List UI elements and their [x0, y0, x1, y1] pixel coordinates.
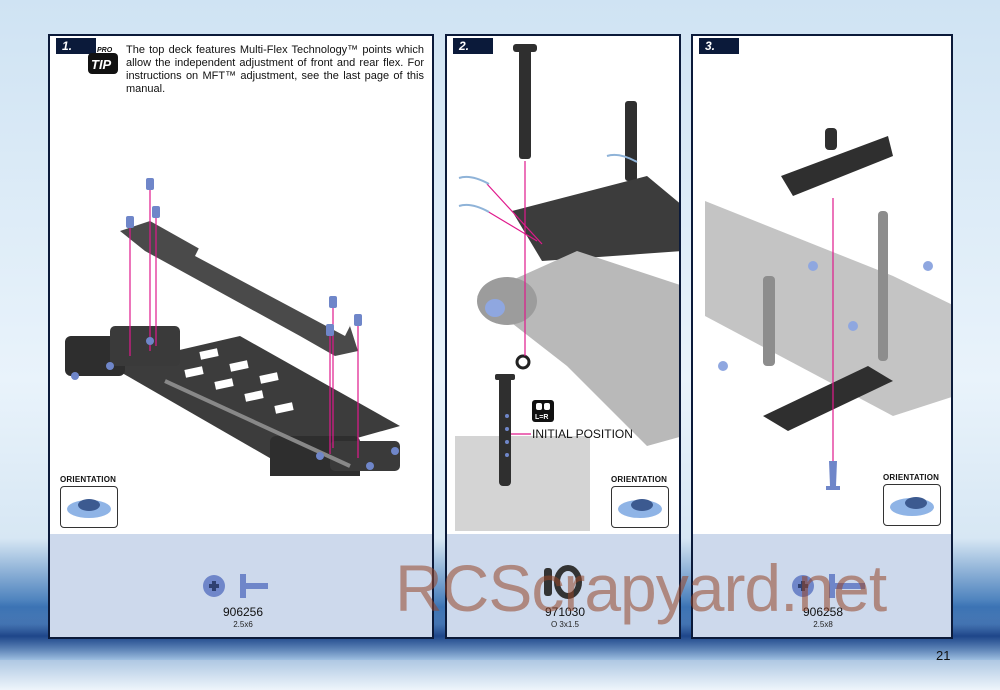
step-1-number: 1.: [56, 38, 96, 54]
tip-label: TIP: [91, 57, 112, 72]
o-ring-icon: [544, 565, 582, 599]
step-1-parts-area: 906256 2.5x6: [50, 534, 432, 637]
orientation-car-icon: [883, 484, 941, 526]
part-size-1: 2.5x6: [233, 620, 253, 629]
screw-head-icon: [203, 574, 268, 598]
site-watermark: RCScrapyard.net: [395, 551, 887, 625]
svg-text:L=R: L=R: [535, 414, 548, 421]
orientation-label: ORIENTATION: [883, 473, 940, 482]
tip-text: The top deck features Multi-Flex Technol…: [126, 44, 424, 95]
part-size-3: 2.5x8: [813, 620, 833, 629]
step-3-parts-area: 906258 2.5x8: [693, 534, 951, 637]
orientation-label: ORIENTATION: [60, 475, 117, 484]
page-number: 21: [936, 648, 951, 663]
pro-tip-icon: PRO TIP: [88, 47, 118, 74]
orientation-car-icon: [60, 486, 118, 528]
part-code-1: 906256: [222, 605, 264, 619]
orientation-label: ORIENTATION: [611, 475, 668, 484]
step-3-number: 3.: [699, 38, 739, 54]
step-2-number: 2.: [453, 38, 493, 54]
initial-position-callout: INITIAL POSITION: [532, 427, 633, 441]
screw-head-icon: [792, 574, 865, 598]
step-3-illustration: [705, 128, 951, 490]
orientation-car-icon: [611, 486, 669, 528]
step-1-illustration: [65, 178, 400, 476]
part-code-3: 906258: [802, 605, 844, 619]
step-3-panel: 3. ORIENTATION 906258 2.5x8: [691, 34, 953, 639]
step-2-illustration: [455, 44, 679, 531]
step-2-parts-area: 971030 O 3x1.5: [447, 534, 679, 637]
part-code-2: 971030: [544, 605, 586, 619]
part-size-2: O 3x1.5: [550, 620, 579, 629]
l-equals-r-icon: L=R: [532, 400, 554, 422]
step-1-panel: 1. PRO TIP The top deck features Multi-F…: [48, 34, 434, 639]
svg-text:PRO: PRO: [97, 47, 113, 54]
step-2-panel: 2. L=R INITIAL POSITION ORIENTATION: [445, 34, 681, 639]
